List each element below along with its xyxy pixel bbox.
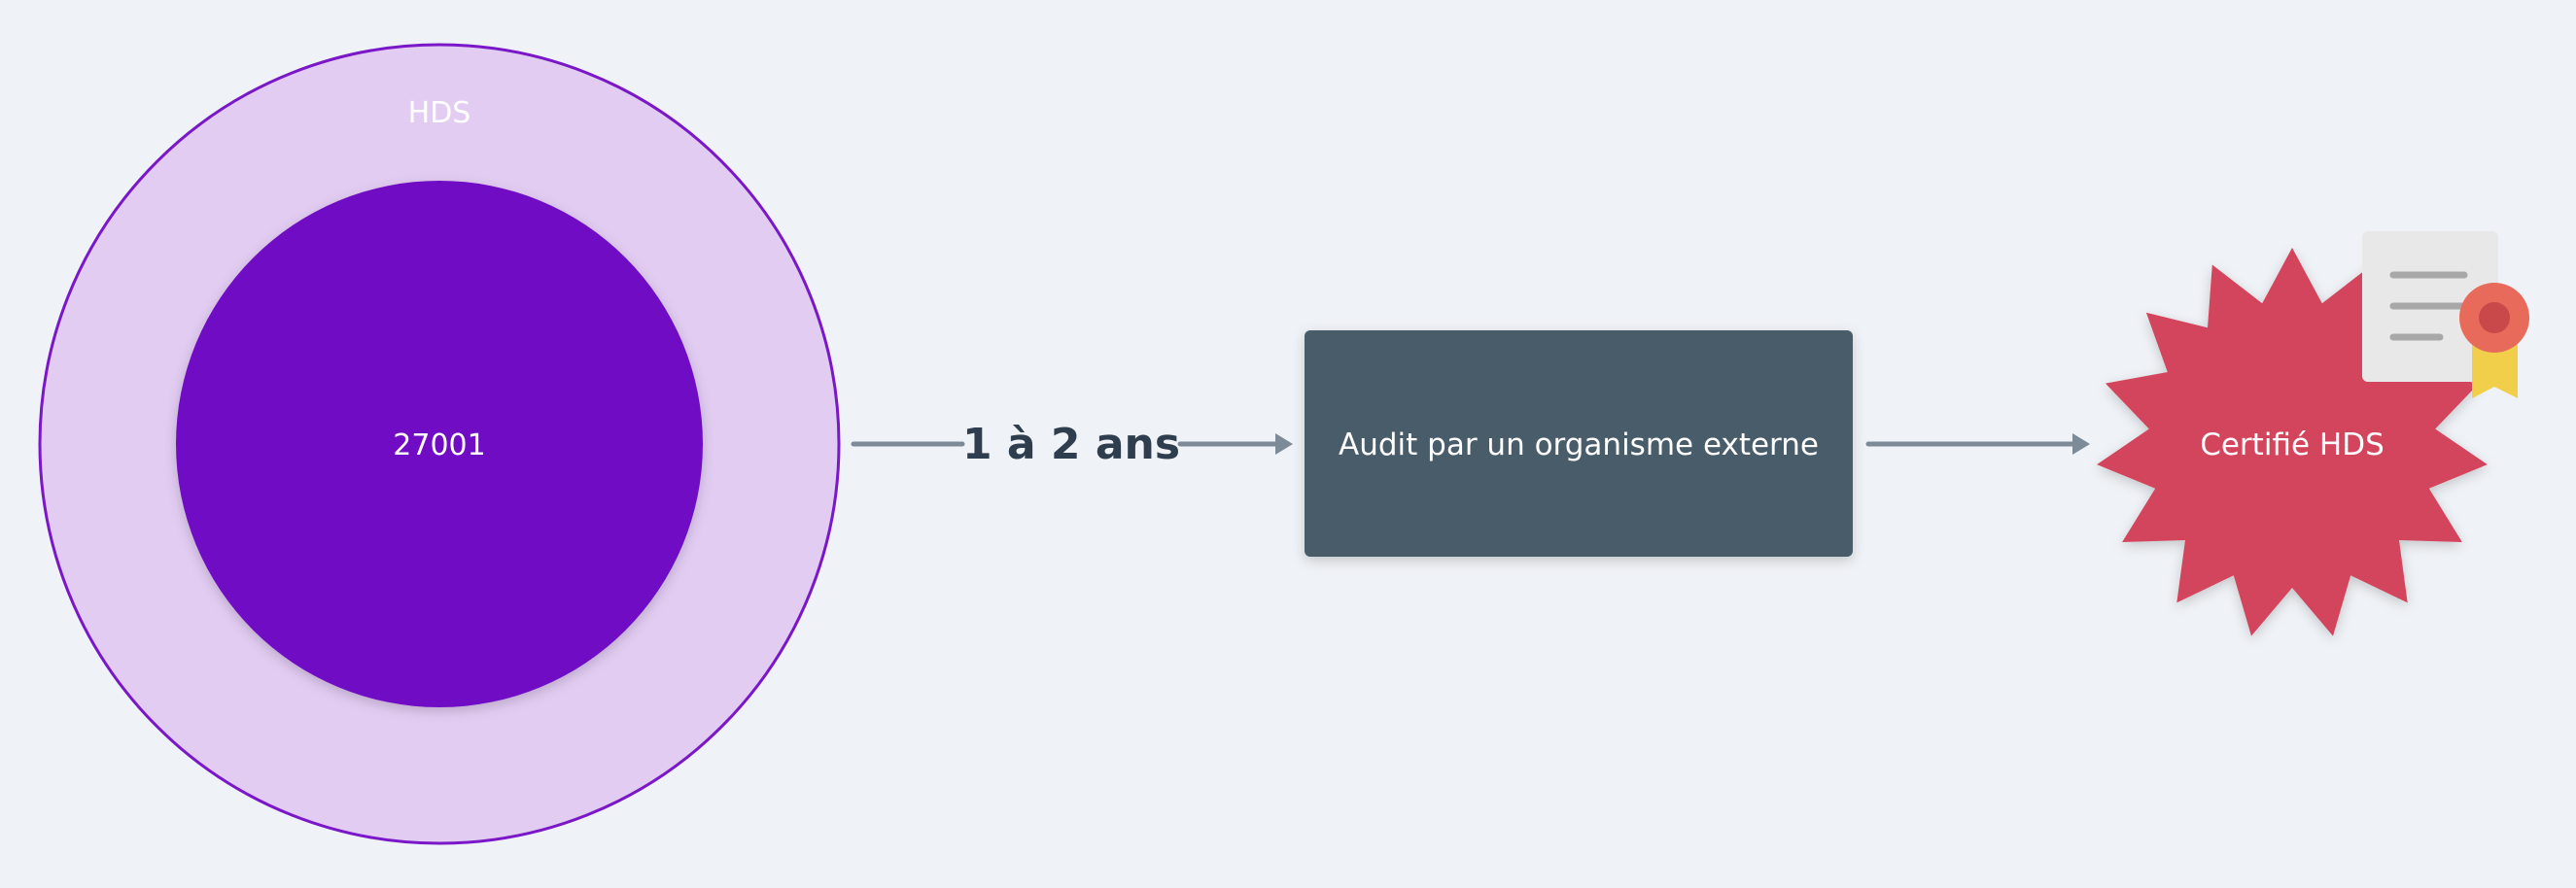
certified-badge-label: Certifié HDS [2200, 427, 2385, 462]
hds-scope: HDS 27001 [38, 43, 841, 845]
duration-connector: 1 à 2 ans [851, 420, 1293, 469]
iso-27001-circle [176, 181, 703, 707]
iso-27001-label: 27001 [393, 428, 485, 462]
certificate-icon [2362, 231, 2529, 398]
medal-inner [2479, 302, 2510, 333]
certification-connector [1865, 433, 2090, 455]
certified-badge: Certifié HDS [2097, 231, 2529, 636]
hds-outer-label: HDS [408, 96, 471, 130]
audit-box-label: Audit par un organisme externe [1339, 427, 1819, 462]
arrowhead-icon [1275, 433, 1293, 455]
duration-label: 1 à 2 ans [962, 420, 1180, 469]
audit-box [1305, 330, 1853, 557]
medal-ribbon [2472, 340, 2518, 398]
arrowhead-icon [2072, 433, 2090, 455]
audit-step: Audit par un organisme externe [1305, 330, 1853, 557]
